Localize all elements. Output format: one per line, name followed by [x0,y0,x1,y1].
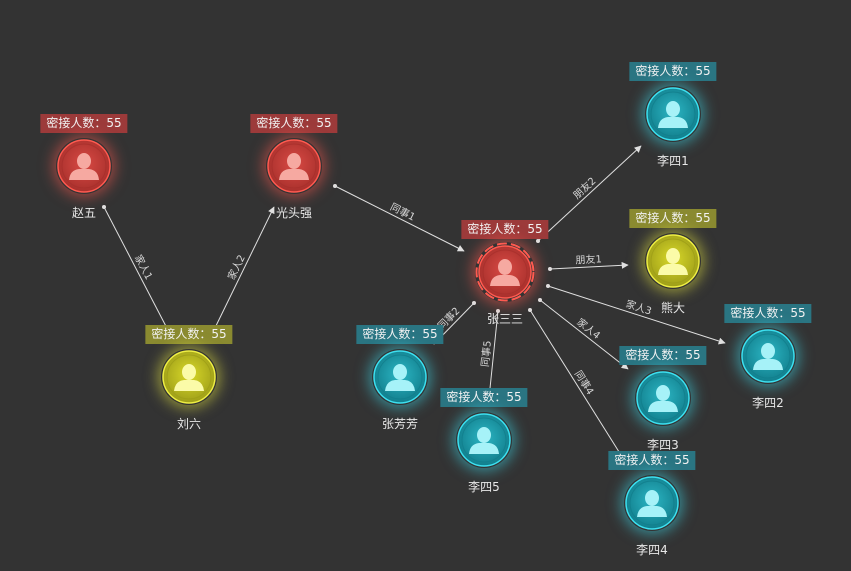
edge-jiaren4[interactable]: 家人4 [538,298,629,370]
person-name-label: 刘六 [176,417,202,431]
contact-count-badge: 密接人数：55 [619,346,707,365]
edge-jiaren2[interactable]: 家人2 [210,206,275,336]
person-icon[interactable] [266,138,322,194]
contact-count-badge: 密接人数：55 [608,451,696,470]
contact-count-badge: 密接人数：55 [629,209,717,228]
edge-tongshi1[interactable]: 同事1 [333,184,465,252]
edge-line[interactable] [537,145,642,242]
edge-line[interactable] [529,309,627,464]
edge-start-dot [538,298,542,302]
edge-pengyou1[interactable]: 朋友1 [548,252,629,271]
person-icon[interactable] [740,328,796,384]
edge-label: 朋友1 [575,252,602,266]
edge-start-dot [496,309,500,313]
edge-line[interactable] [334,185,465,252]
edge-line[interactable] [547,285,726,345]
person-name-label: 李四5 [468,480,500,494]
person-icon[interactable] [372,349,428,405]
edge-tongshi4[interactable]: 同事4 [528,308,627,464]
edge-line[interactable] [539,299,629,370]
edge-label: 同事5 [478,340,494,368]
edge-tongshi5[interactable]: 同事5 [478,309,500,399]
edge-label: 家人3 [624,297,653,317]
person-name-label: 李四4 [636,543,668,557]
person-name-label: 熊大 [660,301,686,315]
person-name-label: 李四1 [657,154,689,168]
edge-start-dot [536,239,540,243]
person-name-label: 赵五 [71,206,97,220]
edge-line[interactable] [211,206,275,335]
edge-start-dot [102,205,106,209]
person-icon[interactable] [475,242,535,302]
person-icon[interactable] [456,412,512,468]
person-name-label: 李四2 [752,396,784,410]
person-name-label: 李四3 [647,438,679,452]
edge-start-dot [528,308,532,312]
person-icon[interactable] [624,475,680,531]
edge-start-dot [548,267,552,271]
edge-jiaren1[interactable]: 家人1 [102,205,171,335]
contact-count-badge: 密接人数：55 [250,114,338,133]
person-name-label: 光头强 [275,206,313,220]
edge-start-dot [333,184,337,188]
person-name-label: 张三三 [486,312,524,326]
person-icon[interactable] [635,370,691,426]
contact-count-badge: 密接人数：55 [629,62,717,81]
edge-line[interactable] [103,206,171,335]
contact-count-badge: 密接人数：55 [145,325,233,344]
person-name-label: 张芳芳 [381,417,419,431]
person-icon[interactable] [56,138,112,194]
edge-jiaren3[interactable]: 家人3 [546,284,726,345]
contact-count-badge: 密接人数：55 [356,325,444,344]
contact-count-badge: 密接人数：55 [724,304,812,323]
edge-line[interactable] [549,261,629,270]
edge-pengyou2[interactable]: 朋友2 [536,145,642,243]
person-icon[interactable] [645,86,701,142]
edge-line[interactable] [486,310,499,399]
contact-count-badge: 密接人数：55 [440,388,528,407]
edge-start-dot [546,284,550,288]
person-icon[interactable] [645,233,701,289]
contact-count-badge: 密接人数：55 [40,114,128,133]
contact-count-badge: 密接人数：55 [461,220,549,239]
person-icon[interactable] [161,349,217,405]
edge-start-dot [472,301,476,305]
